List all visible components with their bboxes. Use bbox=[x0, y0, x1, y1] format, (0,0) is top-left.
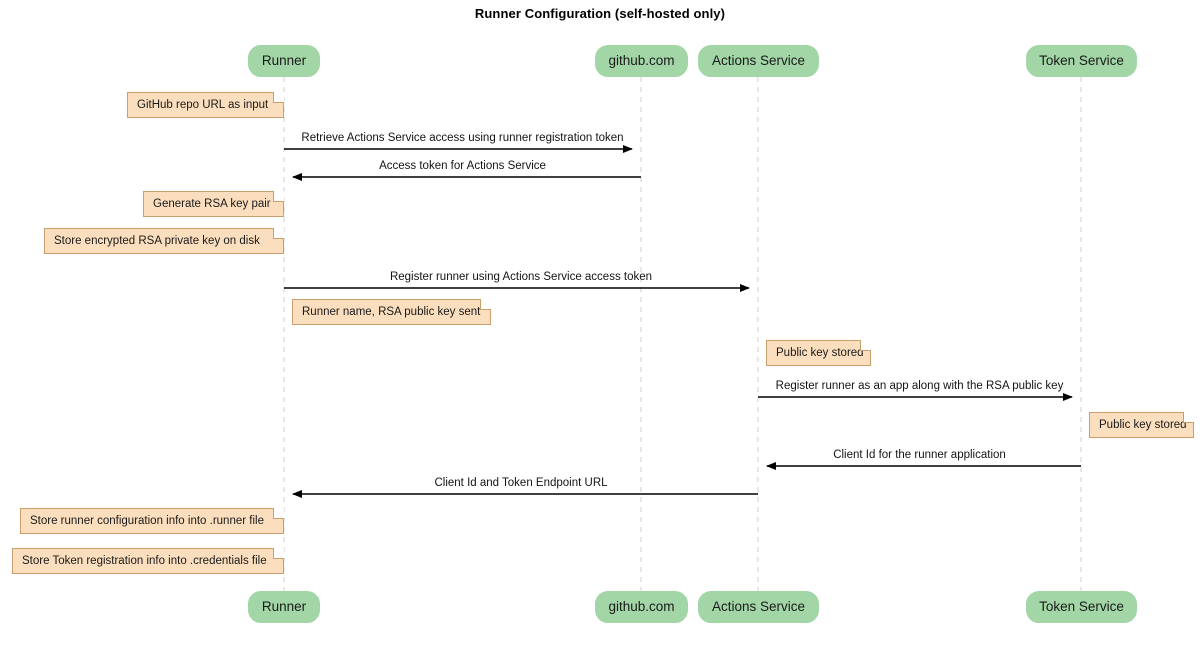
participant-label: Runner bbox=[261, 599, 307, 614]
note-fold-corner-icon bbox=[273, 548, 284, 559]
note-fold-corner-icon bbox=[273, 92, 284, 103]
note-fold-corner-icon bbox=[273, 508, 284, 519]
participant-runner-top[interactable]: Runner bbox=[248, 45, 320, 77]
note-text: Store runner configuration info into .ru… bbox=[30, 515, 264, 527]
participant-label: Runner bbox=[261, 53, 307, 68]
message-label-m2: Access token for Actions Service bbox=[379, 160, 546, 172]
note-text: Store Token registration info into .cred… bbox=[22, 555, 267, 567]
participant-token-bottom[interactable]: Token Service bbox=[1026, 591, 1137, 623]
note-text: GitHub repo URL as input bbox=[137, 99, 269, 111]
note-text: Generate RSA key pair bbox=[153, 198, 271, 210]
note-n7: Store runner configuration info into .ru… bbox=[20, 508, 284, 534]
note-n2: Generate RSA key pair bbox=[143, 191, 284, 217]
note-n3: Store encrypted RSA private key on disk bbox=[44, 228, 284, 254]
note-fold-corner-icon bbox=[273, 191, 284, 202]
lifelines-group bbox=[283, 77, 1082, 591]
note-fold-corner-icon bbox=[480, 299, 491, 310]
note-n6: Public key stored bbox=[1089, 412, 1194, 438]
participant-label: Token Service bbox=[1039, 53, 1124, 68]
participant-github-bottom[interactable]: github.com bbox=[595, 591, 688, 623]
note-n1: GitHub repo URL as input bbox=[127, 92, 284, 118]
message-label-m5: Client Id for the runner application bbox=[833, 449, 1006, 461]
participant-token-top[interactable]: Token Service bbox=[1026, 45, 1137, 77]
message-label-m3: Register runner using Actions Service ac… bbox=[389, 271, 653, 283]
note-text: Store encrypted RSA private key on disk bbox=[54, 235, 260, 247]
note-n4: Runner name, RSA public key sent bbox=[292, 299, 491, 325]
participant-actions-top[interactable]: Actions Service bbox=[698, 45, 819, 77]
message-label-m6: Client Id and Token Endpoint URL bbox=[434, 477, 608, 489]
note-n8: Store Token registration info into .cred… bbox=[12, 548, 284, 574]
message-arrows-group bbox=[284, 145, 1081, 498]
participant-runner-bottom[interactable]: Runner bbox=[248, 591, 320, 623]
note-text: Public key stored bbox=[1099, 419, 1187, 431]
participant-label: github.com bbox=[608, 53, 675, 68]
participant-actions-bottom[interactable]: Actions Service bbox=[698, 591, 819, 623]
participant-label: Actions Service bbox=[711, 599, 806, 614]
note-text: Public key stored bbox=[776, 347, 864, 359]
note-fold-corner-icon bbox=[860, 340, 871, 351]
participant-label: github.com bbox=[608, 599, 675, 614]
message-label-m1: Retrieve Actions Service access using ru… bbox=[301, 132, 624, 144]
note-text: Runner name, RSA public key sent bbox=[302, 306, 481, 318]
participant-github-top[interactable]: github.com bbox=[595, 45, 688, 77]
message-label-m4: Register runner as an app along with the… bbox=[775, 380, 1064, 392]
note-n5: Public key stored bbox=[766, 340, 871, 366]
note-fold-corner-icon bbox=[1183, 412, 1194, 423]
participant-label: Token Service bbox=[1039, 599, 1124, 614]
note-fold-corner-icon bbox=[273, 228, 284, 239]
participant-label: Actions Service bbox=[711, 53, 806, 68]
page-title: Runner Configuration (self-hosted only) bbox=[474, 6, 726, 21]
